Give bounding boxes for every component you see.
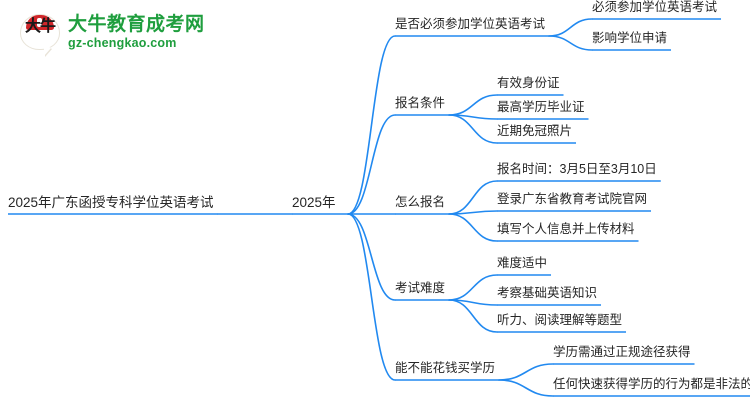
connector-curve — [498, 363, 554, 381]
connector-curve — [548, 18, 593, 37]
leaf-node-4-1[interactable]: 难度适中 — [497, 256, 548, 270]
branch-node-3[interactable]: 怎么报名 — [395, 195, 446, 209]
leaf-node-4-3[interactable]: 听力、阅读理解等题型 — [497, 313, 623, 327]
leaf-node-2-3[interactable]: 近期免冠照片 — [497, 124, 573, 138]
connector-curve — [548, 35, 593, 51]
connector-curve — [448, 94, 498, 116]
speech-bubble-tail — [44, 44, 51, 56]
connector-curve — [498, 379, 554, 397]
leaf-node-3-1[interactable]: 报名时间：3月5日至3月10日 — [497, 162, 657, 176]
logo-mark-text: 大牛 — [24, 18, 56, 35]
branch-node-1[interactable]: 是否必须参加学位英语考试 — [395, 17, 546, 31]
leaf-node-3-3[interactable]: 填写个人信息并上传材料 — [497, 222, 635, 236]
root-node[interactable]: 2025年广东函授专科学位英语考试 — [8, 195, 214, 210]
connector-curve — [347, 213, 396, 301]
leaf-node-2-1[interactable]: 有效身份证 — [497, 76, 560, 90]
connector-curve — [448, 274, 498, 301]
connector-curve — [448, 114, 498, 144]
leaf-node-1-2[interactable]: 影响学位申请 — [592, 31, 668, 45]
logo-wordmark: 大牛教育成考网 gz-chengkao.com — [68, 15, 205, 50]
logo-red-cap-shape — [26, 15, 54, 30]
branch-node-4[interactable]: 考试难度 — [395, 281, 446, 295]
connector-curve — [448, 299, 498, 333]
level2-node[interactable]: 2025年 — [292, 195, 336, 210]
logo-title: 大牛教育成考网 — [68, 14, 205, 36]
logo-mark-icon: 大牛 — [18, 11, 62, 56]
leaf-node-5-1[interactable]: 学历需通过正规途径获得 — [553, 345, 691, 359]
leaf-node-3-2[interactable]: 登录广东省教育考试院官网 — [497, 192, 648, 206]
leaf-node-1-1[interactable]: 必须参加学位英语考试 — [592, 0, 718, 14]
connector-curve — [448, 213, 498, 242]
branch-node-5[interactable]: 能不能花钱买学历 — [395, 361, 496, 375]
site-logo[interactable]: 大牛 大牛教育成考网 gz-chengkao.com — [18, 8, 204, 58]
connector-curve — [448, 180, 498, 215]
connector-curve — [347, 213, 396, 381]
branch-node-2[interactable]: 报名条件 — [395, 96, 446, 110]
leaf-node-2-2[interactable]: 最高学历毕业证 — [497, 100, 585, 114]
logo-subtitle: gz-chengkao.com — [68, 36, 177, 51]
connector-curve — [347, 114, 396, 215]
leaf-node-4-2[interactable]: 考察基础英语知识 — [497, 286, 598, 300]
connector-curve — [347, 35, 396, 215]
leaf-node-5-2[interactable]: 任何快速获得学历的行为都是非法的 — [553, 377, 750, 391]
